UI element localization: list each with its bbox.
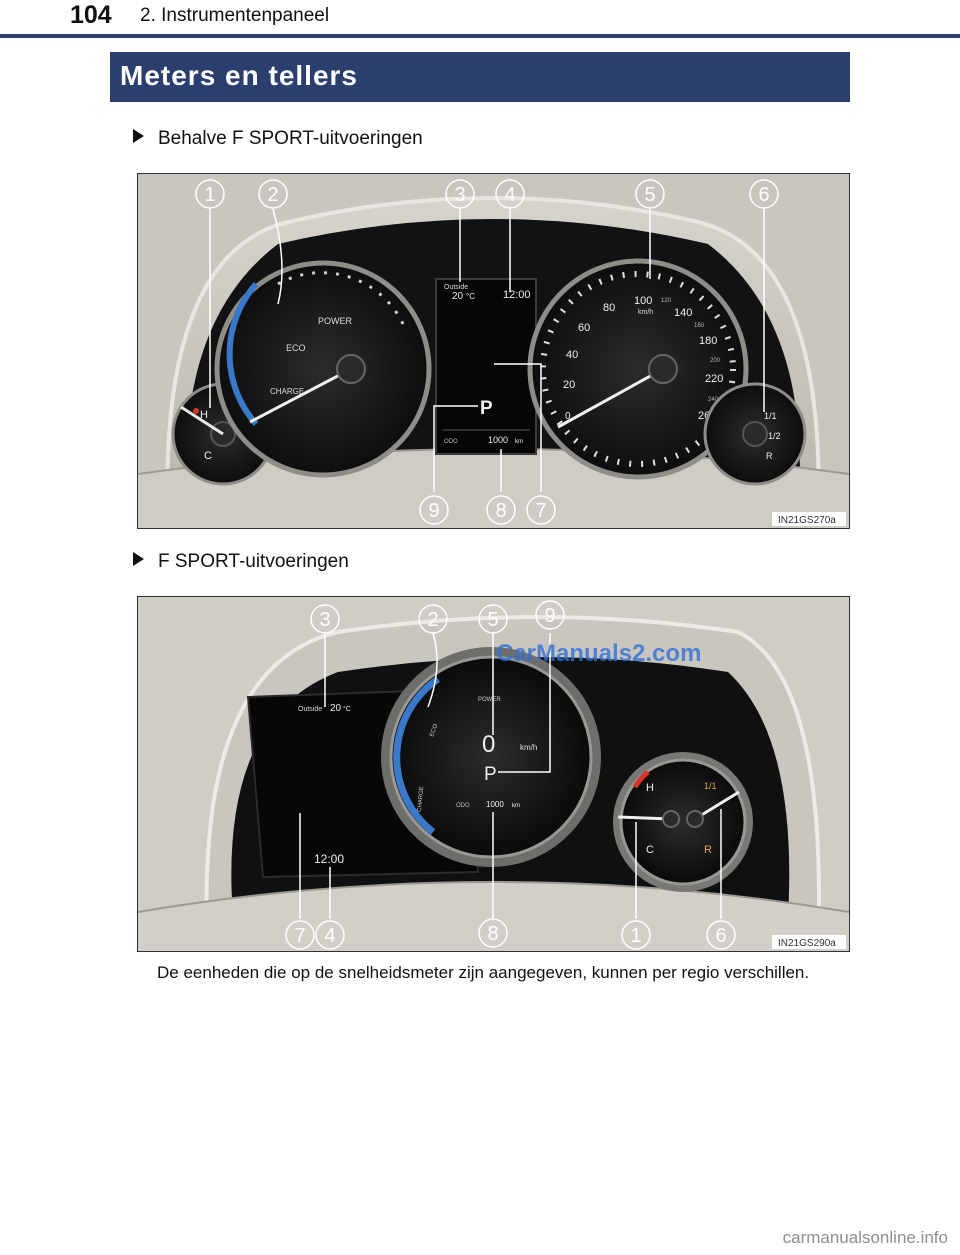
callout-lines (299, 632, 722, 919)
watermark: CarManuals2.com (496, 640, 701, 667)
callout-lines (209, 208, 765, 492)
callout-8: 8 (487, 923, 498, 945)
odo-unit: km (512, 803, 520, 809)
outside-temp: 20 (452, 291, 464, 302)
callout-6: 6 (758, 184, 769, 206)
ring-power-label: POWER (478, 697, 501, 703)
section1-label: Behalve F SPORT-uitvoeringen (158, 128, 423, 149)
temp-hot-label: H (200, 409, 208, 421)
speed-label-0: 0 (565, 411, 571, 422)
figure-fsport-cluster: Outside 20 °C 12:00 POWER ECO CHARGE 0 k… (137, 596, 850, 952)
fuel-half-label: 1/2 (768, 431, 781, 441)
units-note: De eenheden die op de snelheidsmeter zij… (157, 963, 810, 982)
multi-information-display: Outside 20 °C 12:00 P ODO 1000 km (435, 278, 537, 455)
page-title: Meters en tellers (120, 60, 358, 91)
callout-4: 4 (324, 925, 335, 947)
callout-numbers: 1 2 3 4 5 6 7 8 9 (195, 179, 779, 525)
triangle-bullet-icon (133, 129, 144, 143)
callout-3: 3 (319, 609, 330, 631)
fuel-full-label: 1/1 (764, 411, 777, 421)
callout-9: 9 (428, 500, 439, 522)
fuel-gauge: 1/1 1/2 R (703, 382, 807, 486)
footer-link[interactable]: carmanualsonline.info (782, 1228, 948, 1247)
temp-hot-label: H (646, 782, 654, 794)
speed-label-180: 180 (699, 335, 717, 347)
temp-cold-label: C (204, 450, 212, 462)
figure-code: IN21GS270a (778, 515, 836, 526)
callout-3: 3 (454, 184, 465, 206)
power-meter: POWER ECO CHARGE (214, 260, 432, 478)
odo-value: 1000 (488, 435, 508, 445)
odo-label: ODO (456, 803, 470, 809)
speed-value: 0 (482, 731, 495, 758)
callout-9: 9 (544, 605, 555, 627)
outside-label: Outside (444, 284, 468, 291)
speedometer: 0 20 40 60 80 100 140 180 220 260 120 16… (527, 258, 749, 480)
callout-8: 8 (495, 500, 506, 522)
outside-label: Outside (298, 706, 322, 713)
speed-label-60: 60 (578, 322, 590, 334)
section1-heading: Behalve F SPORT-uitvoeringen (133, 128, 423, 150)
callout-7: 7 (535, 500, 546, 522)
speed-label-20: 20 (563, 379, 575, 391)
page-title-banner: Meters en tellers (110, 52, 850, 102)
speed-label-120: 120 (661, 298, 672, 304)
gear-indicator: P (480, 398, 493, 419)
triangle-bullet-icon (133, 552, 144, 566)
callout-7: 7 (294, 925, 305, 947)
callout-2: 2 (427, 609, 438, 631)
speed-label-40: 40 (566, 349, 578, 361)
speed-label-200: 200 (710, 358, 721, 364)
section-title: 2. Instrumentenpaneel (140, 5, 330, 26)
page-number: 104 (70, 1, 112, 29)
power-label: POWER (318, 316, 353, 326)
callout-1: 1 (204, 184, 215, 206)
charge-label: CHARGE (270, 387, 304, 396)
speed-label-160: 160 (694, 323, 705, 329)
outside-temp-unit: °C (466, 292, 475, 301)
speed-label-240: 240 (708, 397, 719, 403)
fuel-full-label: 1/1 (704, 781, 717, 791)
ring-charge-label: CHARGE (417, 786, 425, 812)
temp-cold-label: C (646, 844, 654, 856)
speed-label-140: 140 (674, 307, 692, 319)
callout-1: 1 (630, 925, 641, 947)
fuel-reserve-label: R (766, 451, 773, 461)
callout-2: 2 (267, 184, 278, 206)
speed-label-80: 80 (603, 302, 615, 314)
speed-unit: km/h (520, 743, 537, 752)
odo-unit: km (515, 439, 523, 445)
callout-4: 4 (504, 184, 515, 206)
odo-label: ODO (444, 439, 458, 445)
speed-unit: km/h (638, 309, 653, 316)
callout-5: 5 (644, 184, 655, 206)
callout-numbers: 3 2 5 9 7 4 8 1 6 (285, 600, 736, 950)
fuel-reserve-label: R (704, 844, 712, 856)
eco-label: ECO (286, 343, 306, 353)
gear-indicator: P (484, 764, 497, 785)
speed-label-220: 220 (705, 373, 723, 385)
temperature-fuel-gauge: H C 1/1 R (613, 752, 753, 892)
figure-code: IN21GS290a (778, 938, 836, 949)
callout-5: 5 (487, 609, 498, 631)
outside-temp: 20 (330, 703, 342, 714)
outside-temp-unit: °C (343, 705, 351, 713)
figure-standard-cluster: H C POWER ECO CHARGE Outside 20 °C 12:00… (137, 173, 850, 529)
clock: 12:00 (314, 852, 344, 866)
odo-value: 1000 (486, 800, 504, 809)
clock: 12:00 (503, 289, 531, 301)
footer: carmanualsonline.info (0, 1220, 960, 1255)
callout-6: 6 (715, 925, 726, 947)
header-divider (0, 34, 960, 38)
section2-label: F SPORT-uitvoeringen (158, 551, 349, 572)
center-ring-meter: POWER ECO CHARGE 0 km/h P ODO 1000 km (381, 647, 601, 867)
ring-eco-label: ECO (429, 723, 439, 738)
speed-label-100: 100 (634, 295, 652, 307)
section2-heading: F SPORT-uitvoeringen (133, 551, 349, 573)
